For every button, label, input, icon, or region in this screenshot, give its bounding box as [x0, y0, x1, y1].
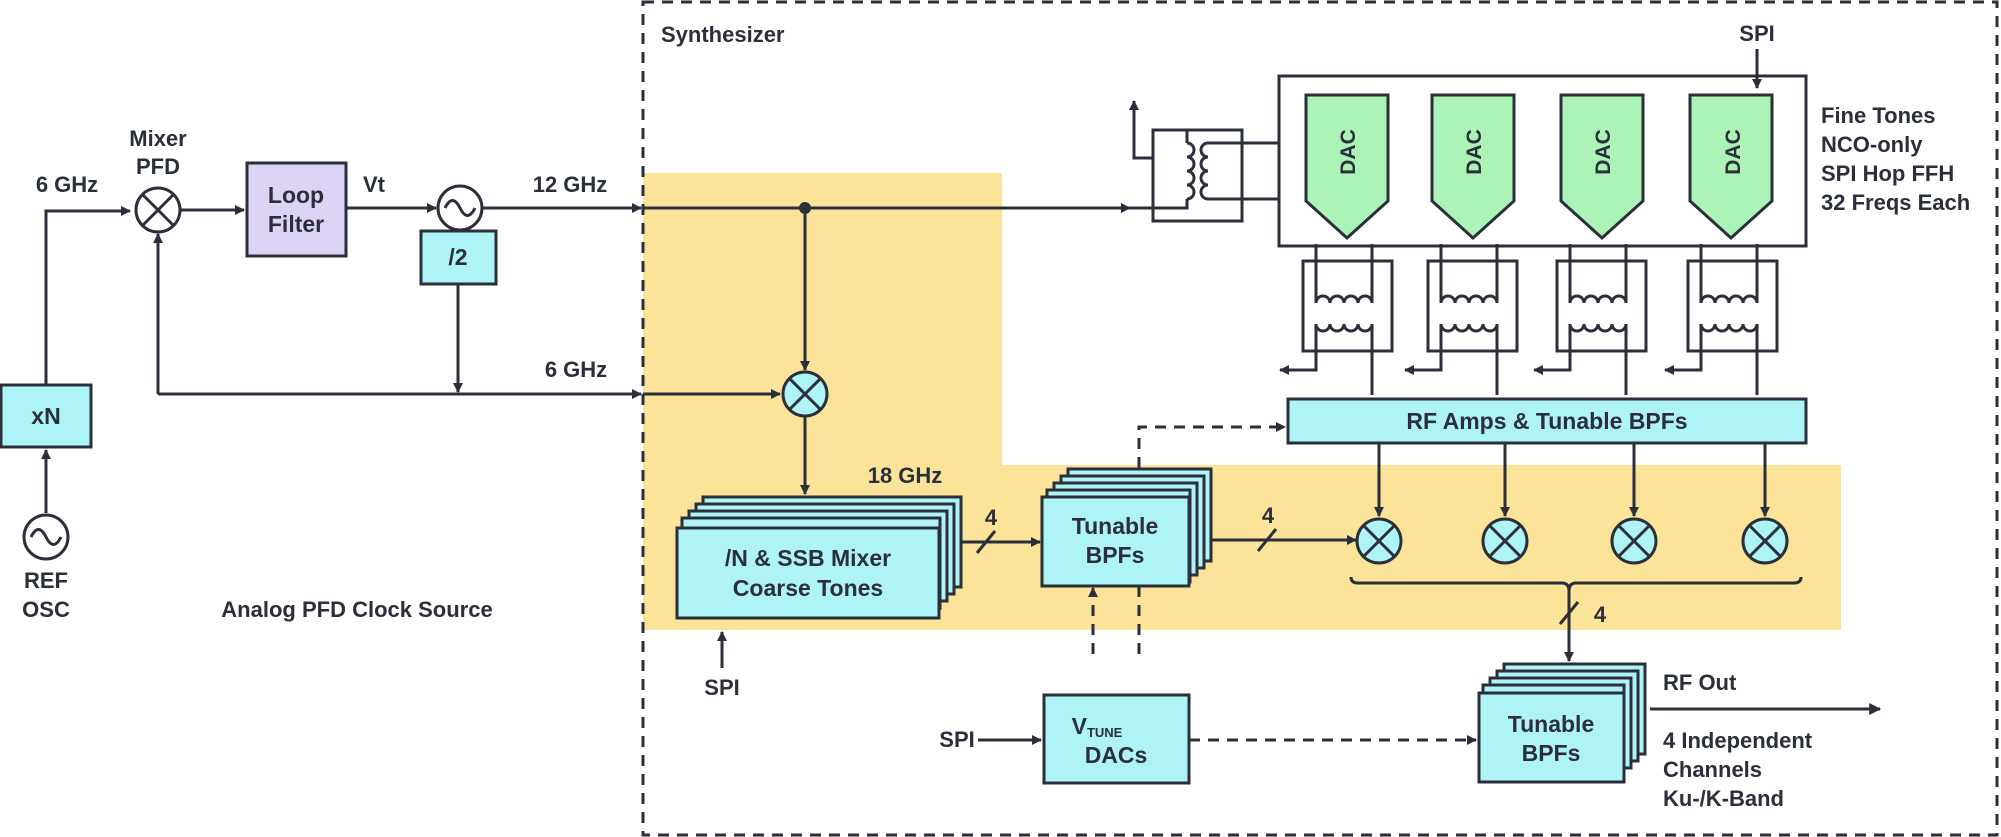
out-desc-2: Channels — [1663, 757, 1762, 782]
divide-by-2-label: /2 — [448, 244, 467, 270]
tunable-bpfs-out-label-2: BPFs — [1522, 740, 1581, 766]
rf-out-label: RF Out — [1663, 670, 1737, 695]
fine-tones-4: 32 Freqs Each — [1821, 190, 1970, 215]
dac-2 — [1430, 93, 1516, 241]
balun-3-icon — [1539, 244, 1648, 395]
fine-tones-3: SPI Hop FFH — [1821, 161, 1954, 186]
output-mixer-1-icon — [1355, 517, 1403, 565]
tunable-bpfs-out-stack — [1477, 662, 1647, 784]
balun-4-icon — [1670, 244, 1779, 395]
dac-4 — [1688, 93, 1774, 241]
dac-1-label: DAC — [1337, 129, 1360, 175]
balun-1-icon — [1285, 244, 1394, 395]
synthesizer-label: Synthesizer — [661, 22, 785, 47]
loop-filter-block — [245, 161, 348, 258]
tunable-bpfs-mid-stack — [1040, 467, 1213, 588]
coarse-tones-stack — [675, 495, 963, 620]
tunable-bpfs-mid-label-2: BPFs — [1086, 542, 1145, 568]
freq-6ghz-mid: 6 GHz — [545, 357, 607, 382]
bus-width-c: 4 — [1594, 602, 1607, 627]
xn-label: xN — [31, 403, 60, 429]
bus-width-a: 4 — [985, 505, 998, 530]
dac-3 — [1559, 93, 1645, 241]
loop-filter-label-2: Filter — [268, 211, 324, 237]
dac-1 — [1304, 93, 1390, 241]
vtune-dacs-label: DACs — [1085, 742, 1148, 768]
spi-coarse-label: SPI — [704, 675, 739, 700]
balun-2-icon — [1410, 244, 1519, 395]
mixer-pfd-label-1: Mixer — [129, 126, 187, 151]
xn-block — [0, 383, 93, 449]
ref-osc-icon — [22, 513, 70, 561]
lo-transformer-icon — [1130, 128, 1279, 223]
analog-pfd-clock-label: Analog PFD Clock Source — [221, 597, 492, 622]
bus-width-b: 4 — [1262, 503, 1275, 528]
out-desc-1: 4 Independent — [1663, 728, 1813, 753]
spi-vtune-label: SPI — [939, 727, 974, 752]
ref-osc-label-1: REF — [24, 568, 68, 593]
freq-12ghz: 12 GHz — [533, 172, 608, 197]
output-mixer-4-icon — [1741, 517, 1789, 565]
output-mixer-3-icon — [1610, 517, 1658, 565]
output-mixer-2-icon — [1481, 517, 1529, 565]
synthesizer-boundary — [641, 0, 1999, 837]
freq-18ghz: 18 GHz — [868, 463, 943, 488]
ssb-mixer-icon — [781, 370, 829, 418]
vtune-label: VTUNE — [1072, 713, 1123, 740]
dac-2-label: DAC — [1463, 129, 1486, 175]
mixer-pfd-icon — [134, 186, 182, 234]
vt-label: Vt — [363, 172, 386, 197]
rf-amps-bpfs-block — [1286, 397, 1808, 445]
loop-filter-label-1: Loop — [268, 182, 324, 208]
fine-tones-2: NCO-only — [1821, 132, 1923, 157]
coarse-tones-label-1: /N & SSB Mixer — [725, 545, 891, 571]
tunable-bpfs-mid-label-1: Tunable — [1072, 513, 1158, 539]
mixer-pfd-label-2: PFD — [136, 154, 180, 179]
out-desc-3: Ku-/K-Band — [1663, 786, 1784, 811]
vco-icon — [436, 184, 484, 232]
coarse-tones-label-2: Coarse Tones — [733, 575, 883, 601]
spi-top-label: SPI — [1739, 21, 1774, 46]
tunable-bpfs-out-label-1: Tunable — [1508, 711, 1594, 737]
rf-amps-bpfs-label: RF Amps & Tunable BPFs — [1406, 408, 1687, 434]
dac-3-label: DAC — [1592, 129, 1615, 175]
freq-6ghz-in: 6 GHz — [36, 172, 98, 197]
fine-tones-1: Fine Tones — [1821, 103, 1936, 128]
ref-osc-label-2: OSC — [22, 597, 70, 622]
dac-4-label: DAC — [1722, 129, 1745, 175]
